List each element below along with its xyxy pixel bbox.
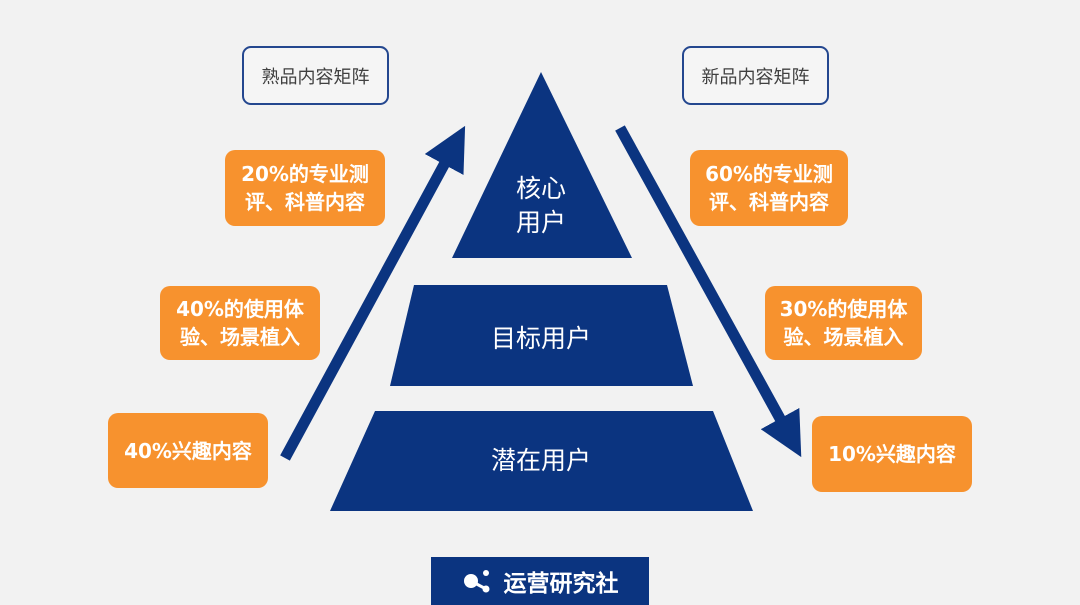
right-item-1-line2: 评、科普内容 [709,190,829,214]
pyramid-bottom-label: 潜在用户 [490,446,591,475]
pyramid-middle [390,285,693,386]
pyramid-top-line1: 核心 [515,174,566,203]
left-item-1: 20%的专业测 评、科普内容 [225,150,385,226]
left-item-1-line2: 评、科普内容 [245,190,365,214]
logo: 运营研究社 [431,557,649,605]
right-item-3-line1: 10%兴趣内容 [828,442,956,466]
right-matrix-title: 新品内容矩阵 [682,46,829,105]
left-item-2-line1: 40%的使用体 [176,297,304,321]
left-item-3-line1: 40%兴趣内容 [124,438,252,463]
pyramid-middle-label: 目标用户 [490,324,591,353]
right-item-1-line1: 60%的专业测 [705,162,833,186]
molecule-icon [463,570,489,593]
right-item-1: 60%的专业测 评、科普内容 [690,150,848,226]
right-item-2-line1: 30%的使用体 [779,297,908,321]
pyramid-top-line2: 用户 [515,208,566,237]
logo-text: 运营研究社 [503,571,619,597]
pyramid-bottom [330,411,753,511]
right-item-3: 10%兴趣内容 [812,416,972,492]
pyramid-top-label: 核心 用户 [481,172,601,240]
left-item-1-line1: 20%的专业测 [241,162,369,186]
down-arrow-icon [615,125,802,458]
left-item-3: 40%兴趣内容 [108,413,268,488]
left-item-2: 40%的使用体 验、场景植入 [160,286,320,360]
pyramid-top [452,72,632,258]
left-item-2-line2: 验、场景植入 [180,325,300,349]
up-arrow-icon [280,125,466,461]
right-item-2-line2: 验、场景植入 [783,325,904,349]
right-item-2: 30%的使用体 验、场景植入 [765,286,922,360]
left-matrix-title: 熟品内容矩阵 [242,46,389,105]
